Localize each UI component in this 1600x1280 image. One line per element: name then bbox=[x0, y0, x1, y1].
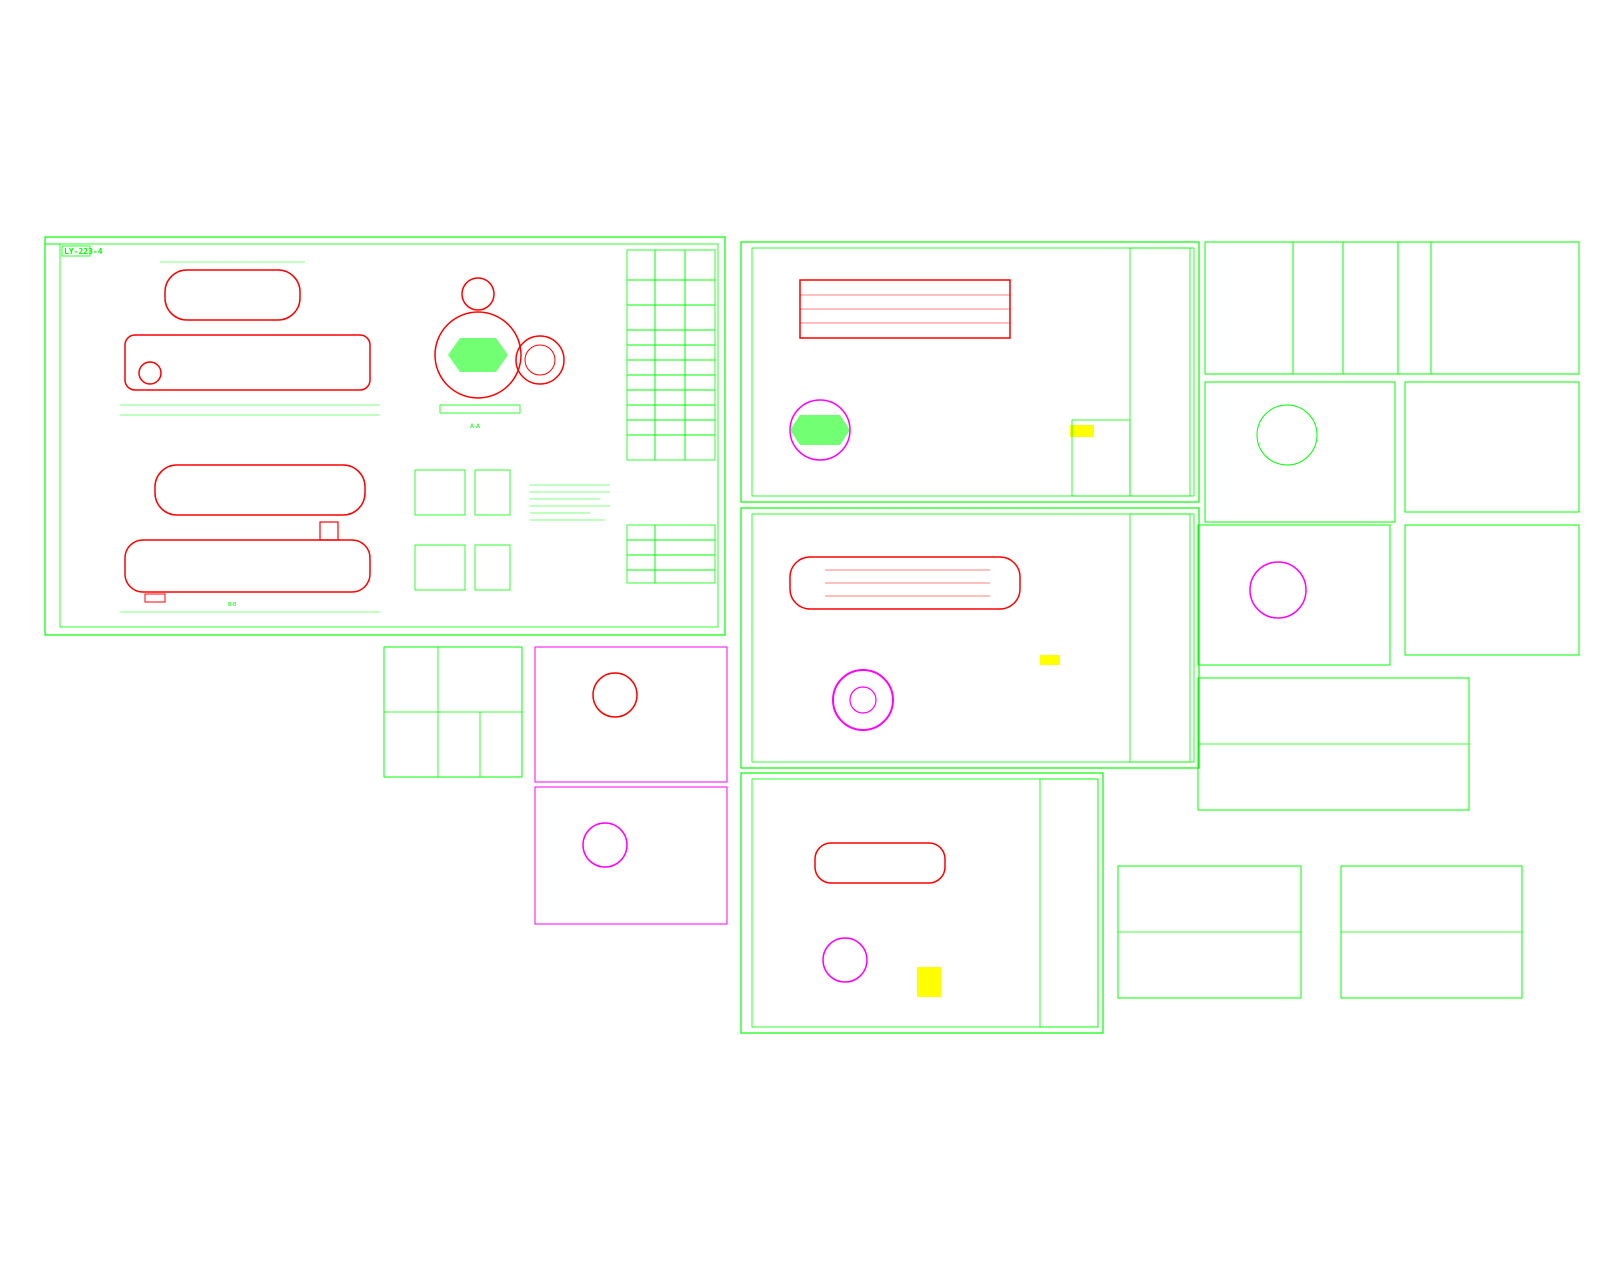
technical-notes-block bbox=[530, 484, 610, 521]
parts-table bbox=[626, 249, 716, 461]
section-label-b: B-B bbox=[228, 602, 237, 608]
small-detail-sheets-right bbox=[1117, 241, 1580, 999]
main-sheet-assembly: LY-223-4 A-A B-B bbox=[44, 236, 726, 636]
section-label-a: A-A bbox=[470, 423, 481, 430]
saddle-support-details bbox=[414, 469, 511, 591]
center-sheet-2 bbox=[740, 507, 1200, 769]
small-detail-sheets-mid bbox=[383, 646, 728, 925]
upper-vessel-elevation bbox=[120, 261, 380, 416]
title-block bbox=[626, 524, 716, 584]
lower-vessel-elevation: B-B bbox=[120, 464, 380, 613]
center-sheet-3 bbox=[740, 772, 1104, 1034]
upper-vessel-side-view: A-A bbox=[434, 277, 565, 430]
main-sheet-title: LY-223-4 bbox=[64, 247, 103, 256]
center-sheet-column bbox=[740, 241, 1200, 1034]
center-sheet-1 bbox=[740, 241, 1200, 503]
